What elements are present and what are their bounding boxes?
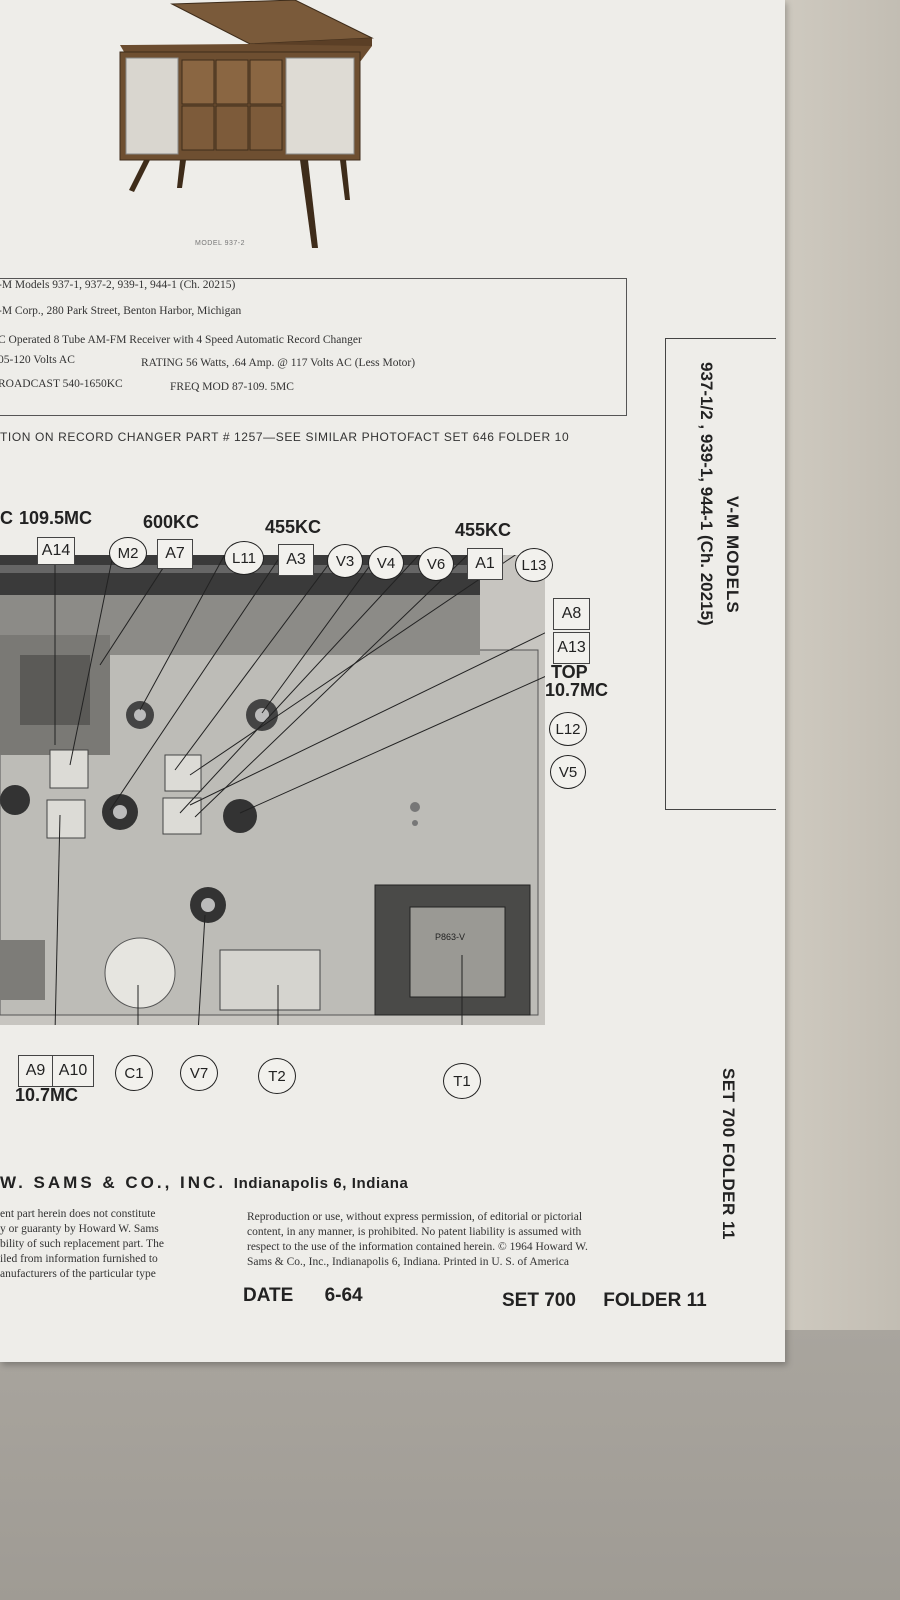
spec-box: -M Models 937-1, 937-2, 939-1, 944-1 (Ch… xyxy=(0,278,627,416)
freq-label-10-7mc-top: 10.7MC xyxy=(545,680,609,700)
label-a7: A7 xyxy=(157,539,193,569)
spec-manufacturer: -M Corp., 280 Park Street, Benton Harbor… xyxy=(0,305,242,317)
spec-voltage: 05-120 Volts AC xyxy=(0,354,75,366)
spec-broadcast: ROADCAST 540-1650KC xyxy=(0,378,123,390)
label-v3: V3 xyxy=(327,544,363,578)
transformer-marking: P863-V xyxy=(435,932,465,942)
date-label: DATE xyxy=(243,1285,294,1306)
disclaimer-line: anufacturers of the particular type xyxy=(0,1268,156,1280)
console-caption: MODEL 937-2 xyxy=(195,240,245,247)
disclaimer-line: Sams & Co., Inc., Indianapolis 6, Indian… xyxy=(247,1256,569,1268)
disclaimer-line: y or guaranty by Howard W. Sams xyxy=(0,1223,159,1235)
freq-label-c: C xyxy=(0,508,13,528)
freq-label-109-5mc: 109.5MC xyxy=(19,508,93,528)
freq-label-455kc-a: 455KC xyxy=(265,517,322,537)
label-t2: T2 xyxy=(258,1058,296,1094)
publisher-name: W. SAMS & CO., INC. xyxy=(0,1173,227,1192)
label-a10: A10 xyxy=(52,1055,94,1087)
disclaimer-line: respect to the use of the information co… xyxy=(247,1241,588,1253)
label-v5: V5 xyxy=(550,755,586,789)
freq-label-10-7mc-bottom: 10.7MC xyxy=(15,1085,79,1105)
side-set-folder: SET 700 FOLDER 11 xyxy=(719,1068,738,1240)
left-disclaimer: ent part herein does not constitute y or… xyxy=(0,1207,164,1282)
label-a14: A14 xyxy=(37,537,75,565)
date-value: 6-64 xyxy=(324,1285,363,1306)
spec-models: -M Models 937-1, 937-2, 939-1, 944-1 (Ch… xyxy=(0,279,236,291)
label-l13: L13 xyxy=(515,548,553,582)
publisher-address: Indianapolis 6, Indiana xyxy=(233,1175,409,1192)
console-illustration xyxy=(119,0,374,248)
disclaimer-line: Reproduction or use, without express per… xyxy=(247,1211,583,1223)
title-block xyxy=(665,338,776,810)
freq-label-top: TOP xyxy=(551,662,588,682)
freq-label-600kc: 600KC xyxy=(143,512,200,532)
label-m2: M2 xyxy=(109,537,147,569)
label-a9: A9 xyxy=(18,1055,53,1087)
photofact-sheet: MODEL 937-2 -M Models 937-1, 937-2, 939-… xyxy=(0,0,785,1362)
label-v6: V6 xyxy=(418,547,454,581)
publisher-line: W. SAMS & CO., INC. Indianapolis 6, Indi… xyxy=(0,1173,408,1193)
right-disclaimer: Reproduction or use, without express per… xyxy=(247,1210,588,1270)
label-l12: L12 xyxy=(549,712,587,746)
label-a8: A8 xyxy=(553,598,590,630)
spec-description: C Operated 8 Tube AM-FM Receiver with 4 … xyxy=(0,334,362,346)
label-a13: A13 xyxy=(553,632,590,664)
label-t1: T1 xyxy=(443,1063,481,1099)
disclaimer-line: iled from information furnished to xyxy=(0,1253,158,1265)
label-a1: A1 xyxy=(467,548,503,580)
label-v4: V4 xyxy=(368,546,404,580)
disclaimer-line: content, in any manner, is prohibited. N… xyxy=(247,1226,582,1238)
spec-fm: FREQ MOD 87-109. 5MC xyxy=(170,381,294,393)
set-label: SET 700 xyxy=(502,1290,576,1311)
disclaimer-line: ent part herein does not constitute xyxy=(0,1208,156,1220)
title-models: V-M MODELS xyxy=(723,496,742,614)
label-v7: V7 xyxy=(180,1055,218,1091)
record-changer-note: TION ON RECORD CHANGER PART # 1257—SEE S… xyxy=(0,430,570,444)
title-model-numbers: 937-1/2 , 939-1, 944-1 (Ch. 20215) xyxy=(697,362,716,626)
date-line: DATE 6-64 xyxy=(243,1285,363,1307)
chassis-photo: P863-V xyxy=(0,555,545,1025)
background-page-strip xyxy=(780,0,900,1330)
freq-label-455kc-b: 455KC xyxy=(455,520,512,540)
label-c1: C1 xyxy=(115,1055,153,1091)
disclaimer-line: bility of such replacement part. The xyxy=(0,1238,164,1250)
label-a3: A3 xyxy=(278,544,314,576)
spec-rating: RATING 56 Watts, .64 Amp. @ 117 Volts AC… xyxy=(141,357,416,369)
set-folder-line: SET 700 FOLDER 11 xyxy=(502,1290,707,1312)
label-l11: L11 xyxy=(224,541,264,575)
folder-label: FOLDER 11 xyxy=(603,1290,707,1311)
